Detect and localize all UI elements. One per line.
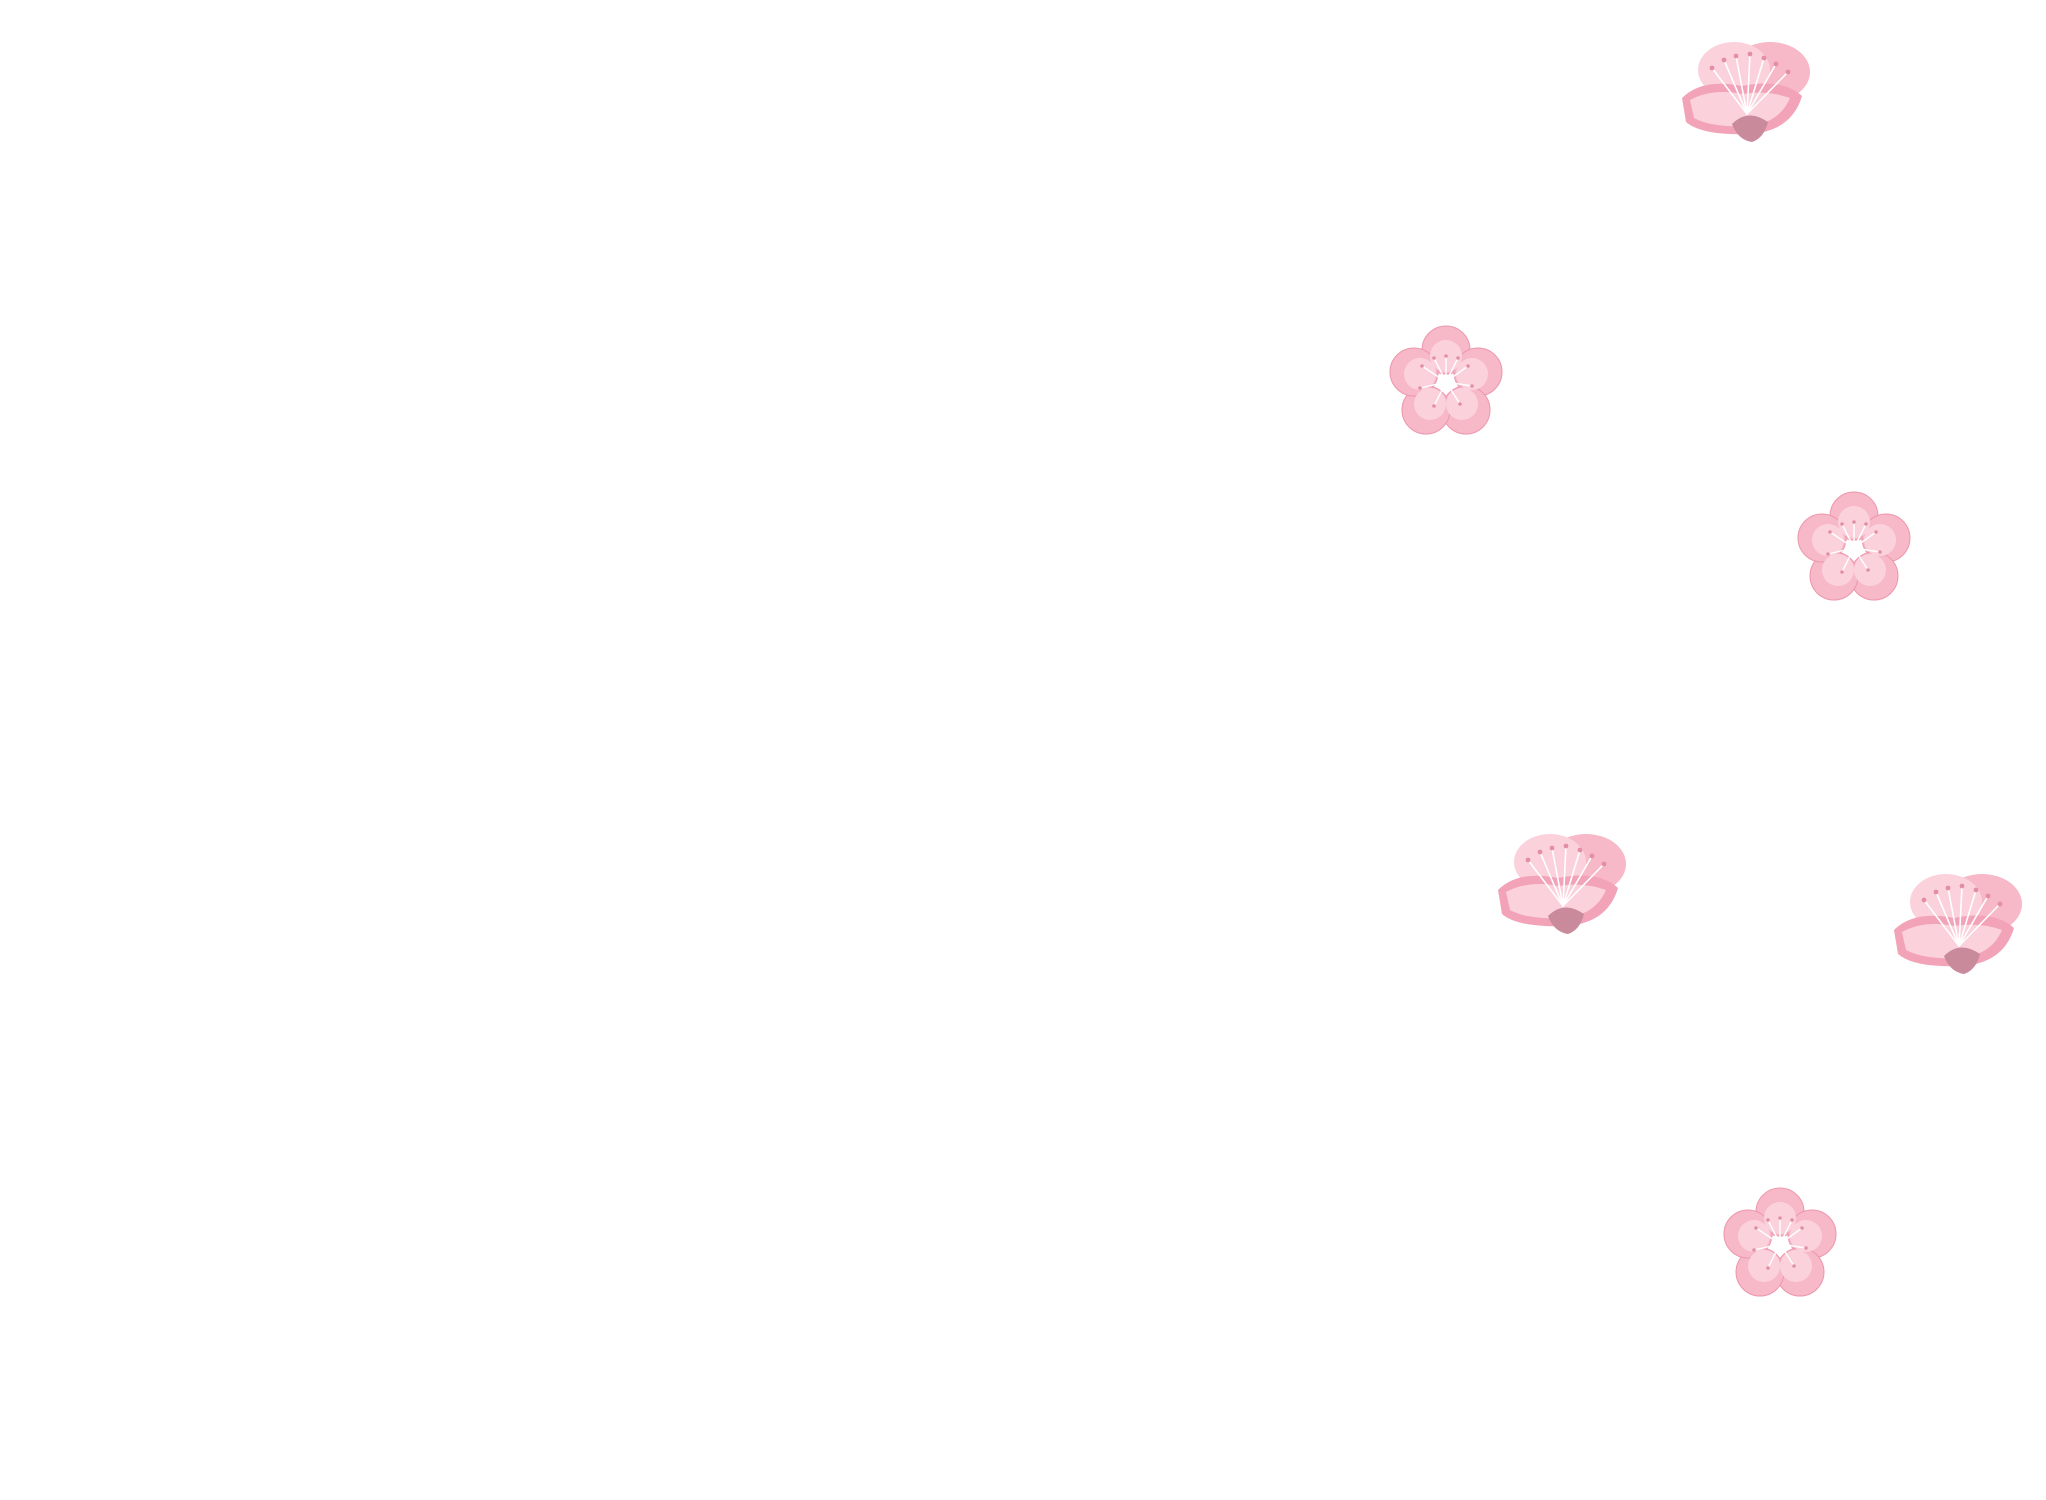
cherry-blossom-front-icon <box>1722 1187 1838 1300</box>
cherry-blossom-side-icon <box>1488 830 1638 940</box>
cherry-blossom-side-icon <box>1884 870 2034 980</box>
cherry-blossom-front-icon <box>1388 325 1504 438</box>
cherry-blossom-front-icon <box>1796 491 1912 604</box>
cherry-blossom-side-icon <box>1672 38 1822 148</box>
